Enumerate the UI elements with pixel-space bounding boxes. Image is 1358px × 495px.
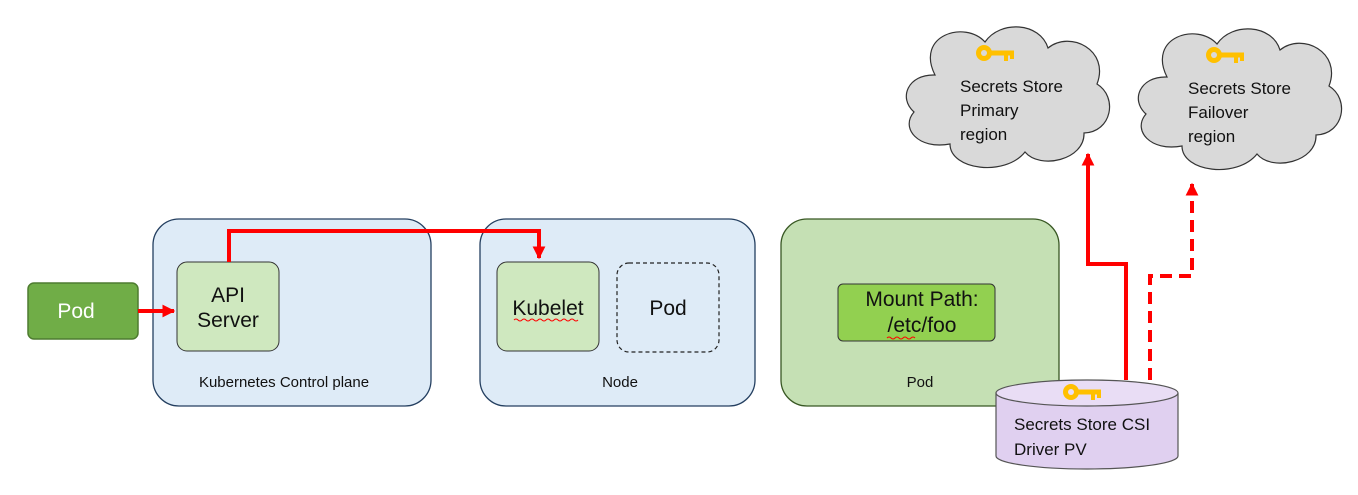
connector-arrows xyxy=(138,152,1199,380)
mount-path-spellcheck-underline xyxy=(886,336,916,340)
mount-path-box xyxy=(837,283,996,342)
pod-left-label: Pod xyxy=(57,300,94,323)
node-pod-box xyxy=(616,262,720,353)
key-icon xyxy=(976,45,1014,61)
cloud-failover-line2: Failover xyxy=(1188,103,1249,122)
node-label: Node xyxy=(602,374,638,391)
node-panel: Kubelet Pod Node xyxy=(479,218,756,407)
arrow-api-server-to-kubelet xyxy=(227,229,546,262)
cloud-primary-line3: region xyxy=(960,125,1007,144)
kubelet-label: Kubelet xyxy=(512,297,583,320)
key-icon xyxy=(1206,47,1244,63)
cloud-primary-shape xyxy=(905,26,1111,169)
cloud-failover-line1: Secrets Store xyxy=(1188,79,1291,98)
api-server-label-line2: Server xyxy=(197,309,259,332)
mount-path-line2: /etc/foo xyxy=(888,314,957,337)
pod-panel: Mount Path: /etc/foo Pod xyxy=(780,218,1060,407)
control-plane-panel: API Server Kubernetes Control plane xyxy=(152,218,432,407)
mount-path-line1: Mount Path: xyxy=(865,288,978,311)
cloud-primary: Secrets Store Primary region xyxy=(905,26,1111,169)
cloud-primary-line2: Primary xyxy=(960,101,1019,120)
pod-panel-label: Pod xyxy=(907,374,934,391)
kubelet-spellcheck-underline xyxy=(513,318,579,322)
csi-driver-cylinder: Secrets Store CSI Driver PV xyxy=(995,379,1179,470)
cloud-failover-line3: region xyxy=(1188,127,1235,146)
node-pod-label: Pod xyxy=(649,297,686,320)
api-server-label-line1: API xyxy=(211,284,245,307)
control-plane-label: Kubernetes Control plane xyxy=(199,374,369,391)
cylinder-body xyxy=(995,393,1179,470)
cloud-failover: Secrets Store Failover region xyxy=(1137,28,1343,171)
key-icon xyxy=(1063,384,1101,400)
arrow-csi-to-primary xyxy=(1081,152,1128,380)
kubelet-box xyxy=(496,261,600,352)
cloud-primary-line1: Secrets Store xyxy=(960,77,1063,96)
arrow-csi-to-failover xyxy=(1148,182,1199,380)
csi-driver-line2: Driver PV xyxy=(1014,440,1087,459)
pod-left: Pod xyxy=(27,282,139,340)
cloud-failover-shape xyxy=(1137,28,1343,171)
csi-driver-line1: Secrets Store CSI xyxy=(1014,415,1150,434)
